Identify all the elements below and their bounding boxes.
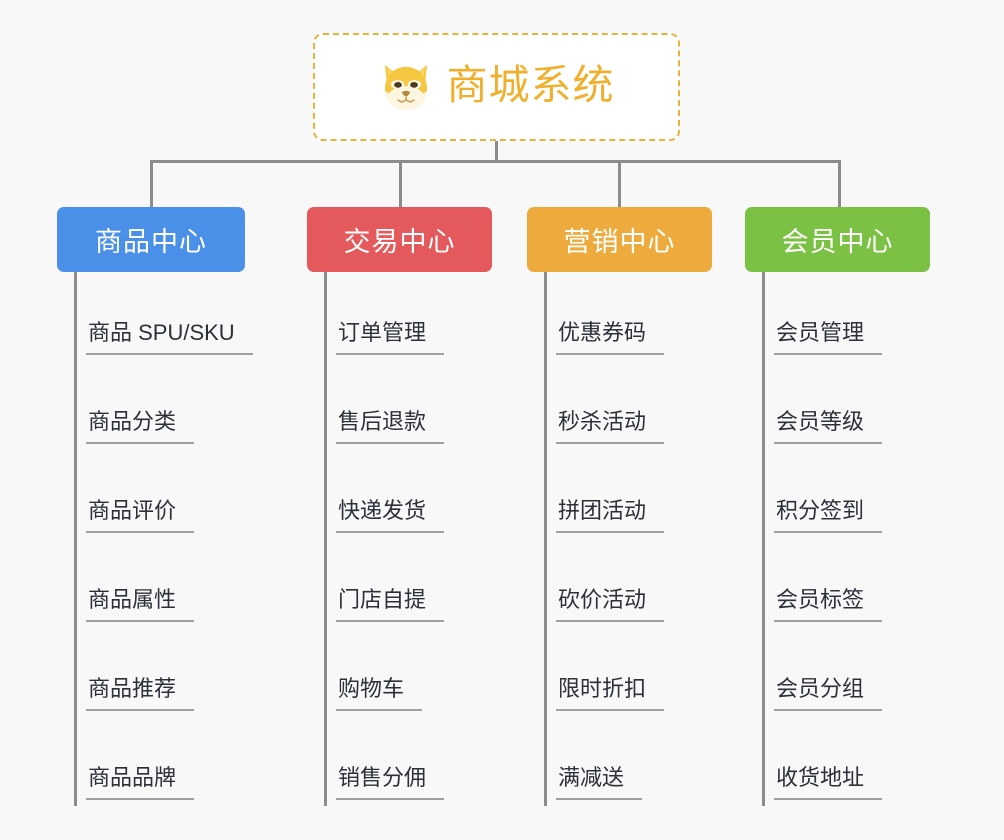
leaf-item[interactable]: 快递发货 bbox=[324, 450, 445, 539]
leaf-item[interactable]: 会员分组 bbox=[762, 628, 883, 717]
leaf-label: 限时折扣 bbox=[556, 676, 665, 711]
leaf-item[interactable]: 订单管理 bbox=[324, 272, 445, 361]
leaf-label: 订单管理 bbox=[336, 320, 445, 355]
branch-header-3[interactable]: 营销中心 bbox=[527, 207, 712, 272]
leaf-label: 砍价活动 bbox=[556, 587, 665, 622]
branch-header-4-label: 会员中心 bbox=[781, 227, 894, 257]
leaf-item[interactable]: 会员标签 bbox=[762, 539, 883, 628]
leaf-item[interactable]: 售后退款 bbox=[324, 361, 445, 450]
leaf-label: 门店自提 bbox=[336, 587, 445, 622]
branch-column-4: 会员中心 会员管理 会员等级 积分签到 会员标签 会员分组 收货地址 bbox=[745, 207, 965, 806]
leaf-label: 销售分佣 bbox=[336, 765, 445, 800]
leaf-list-3: 优惠券码 秒杀活动 拼团活动 砍价活动 限时折扣 满减送 bbox=[544, 272, 665, 806]
leaf-item[interactable]: 秒杀活动 bbox=[544, 361, 665, 450]
leaf-label: 优惠券码 bbox=[556, 320, 665, 355]
branch-column-3: 营销中心 优惠券码 秒杀活动 拼团活动 砍价活动 限时折扣 满减送 bbox=[527, 207, 747, 806]
leaf-label: 商品分类 bbox=[86, 409, 195, 444]
root-node-shop-system[interactable]: 商城系统 bbox=[313, 33, 680, 141]
connector-root-stem bbox=[495, 141, 498, 163]
leaf-item[interactable]: 商品评价 bbox=[74, 450, 253, 539]
branch-header-3-label: 营销中心 bbox=[563, 227, 676, 257]
connector-drop-branch-4 bbox=[838, 160, 841, 207]
shiba-dog-face-icon bbox=[384, 65, 427, 110]
leaf-list-4: 会员管理 会员等级 积分签到 会员标签 会员分组 收货地址 bbox=[762, 272, 883, 806]
leaf-item[interactable]: 会员等级 bbox=[762, 361, 883, 450]
leaf-label: 收货地址 bbox=[774, 765, 883, 800]
branch-column-2: 交易中心 订单管理 售后退款 快递发货 门店自提 购物车 销售分佣 bbox=[307, 207, 527, 806]
leaf-label: 秒杀活动 bbox=[556, 409, 665, 444]
leaf-item[interactable]: 商品推荐 bbox=[74, 628, 253, 717]
leaf-label: 快递发货 bbox=[336, 498, 445, 533]
leaf-item[interactable]: 砍价活动 bbox=[544, 539, 665, 628]
leaf-label: 会员分组 bbox=[774, 676, 883, 711]
leaf-label: 积分签到 bbox=[774, 498, 883, 533]
leaf-label: 商品推荐 bbox=[86, 676, 195, 711]
leaf-item[interactable]: 限时折扣 bbox=[544, 628, 665, 717]
leaf-item[interactable]: 商品 SPU/SKU bbox=[74, 272, 253, 361]
leaf-item[interactable]: 商品分类 bbox=[74, 361, 253, 450]
leaf-list-1: 商品 SPU/SKU 商品分类 商品评价 商品属性 商品推荐 商品品牌 bbox=[74, 272, 253, 806]
branch-column-1: 商品中心 商品 SPU/SKU 商品分类 商品评价 商品属性 商品推荐 商品品牌 bbox=[57, 207, 307, 806]
leaf-item[interactable]: 拼团活动 bbox=[544, 450, 665, 539]
leaf-item[interactable]: 商品属性 bbox=[74, 539, 253, 628]
leaf-list-2: 订单管理 售后退款 快递发货 门店自提 购物车 销售分佣 bbox=[324, 272, 445, 806]
connector-drop-branch-2 bbox=[399, 160, 402, 207]
leaf-item[interactable]: 会员管理 bbox=[762, 272, 883, 361]
leaf-label: 商品品牌 bbox=[86, 765, 195, 800]
connector-horizontal-bus bbox=[150, 160, 841, 163]
leaf-label: 会员标签 bbox=[774, 587, 883, 622]
connector-drop-branch-1 bbox=[150, 160, 153, 207]
branch-spine-2 bbox=[324, 272, 327, 806]
leaf-item[interactable]: 积分签到 bbox=[762, 450, 883, 539]
leaf-label: 商品属性 bbox=[86, 587, 195, 622]
leaf-item[interactable]: 商品品牌 bbox=[74, 717, 253, 806]
leaf-item[interactable]: 销售分佣 bbox=[324, 717, 445, 806]
leaf-item[interactable]: 收货地址 bbox=[762, 717, 883, 806]
leaf-item[interactable]: 优惠券码 bbox=[544, 272, 665, 361]
branch-header-2[interactable]: 交易中心 bbox=[307, 207, 492, 272]
branch-spine-3 bbox=[544, 272, 547, 806]
root-title: 商城系统 bbox=[446, 62, 615, 108]
leaf-item[interactable]: 满减送 bbox=[544, 717, 664, 806]
branch-spine-4 bbox=[762, 272, 765, 806]
leaf-label: 商品 SPU/SKU bbox=[86, 320, 253, 355]
branch-header-2-label: 交易中心 bbox=[343, 227, 456, 257]
leaf-label: 售后退款 bbox=[336, 409, 445, 444]
branch-header-1[interactable]: 商品中心 bbox=[57, 207, 245, 272]
branch-header-1-label: 商品中心 bbox=[95, 227, 207, 257]
leaf-label: 购物车 bbox=[336, 676, 423, 711]
leaf-label: 满减送 bbox=[556, 765, 643, 800]
leaf-label: 拼团活动 bbox=[556, 498, 665, 533]
leaf-label: 商品评价 bbox=[86, 498, 195, 533]
leaf-label: 会员管理 bbox=[774, 320, 883, 355]
branch-spine-1 bbox=[74, 272, 77, 806]
branch-header-4[interactable]: 会员中心 bbox=[745, 207, 930, 272]
connector-drop-branch-3 bbox=[618, 160, 621, 207]
leaf-item[interactable]: 购物车 bbox=[324, 628, 444, 717]
leaf-item[interactable]: 门店自提 bbox=[324, 539, 445, 628]
leaf-label: 会员等级 bbox=[774, 409, 883, 444]
